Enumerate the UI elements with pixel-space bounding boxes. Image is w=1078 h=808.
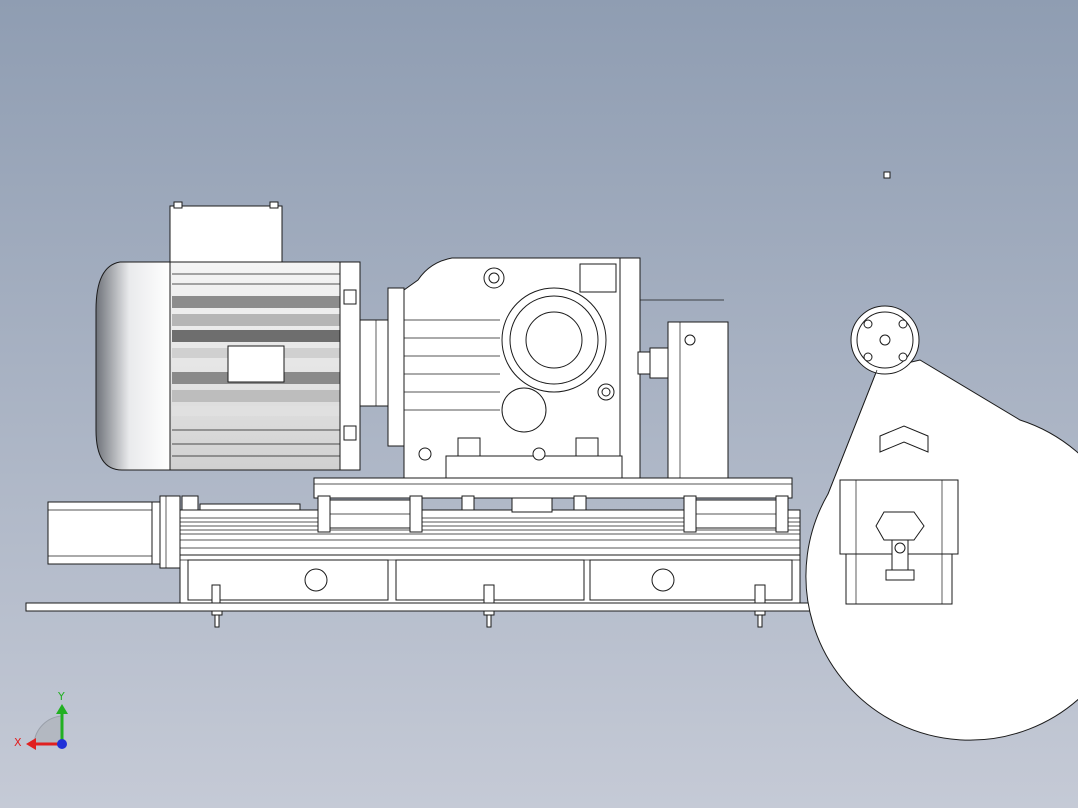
servo-motor	[47, 495, 181, 569]
coordinate-triad: Y X	[14, 690, 68, 750]
y-axis-label: Y	[57, 690, 65, 703]
electric-motor	[95, 201, 405, 471]
machine-assembly	[25, 171, 1078, 741]
slide-carriage	[313, 477, 793, 533]
gear-reducer	[403, 257, 669, 479]
x-axis-label: X	[14, 736, 22, 749]
wheel-support	[667, 321, 729, 479]
base-frame	[179, 554, 801, 604]
z-axis-icon	[57, 739, 67, 749]
clamp-stand	[839, 479, 959, 605]
